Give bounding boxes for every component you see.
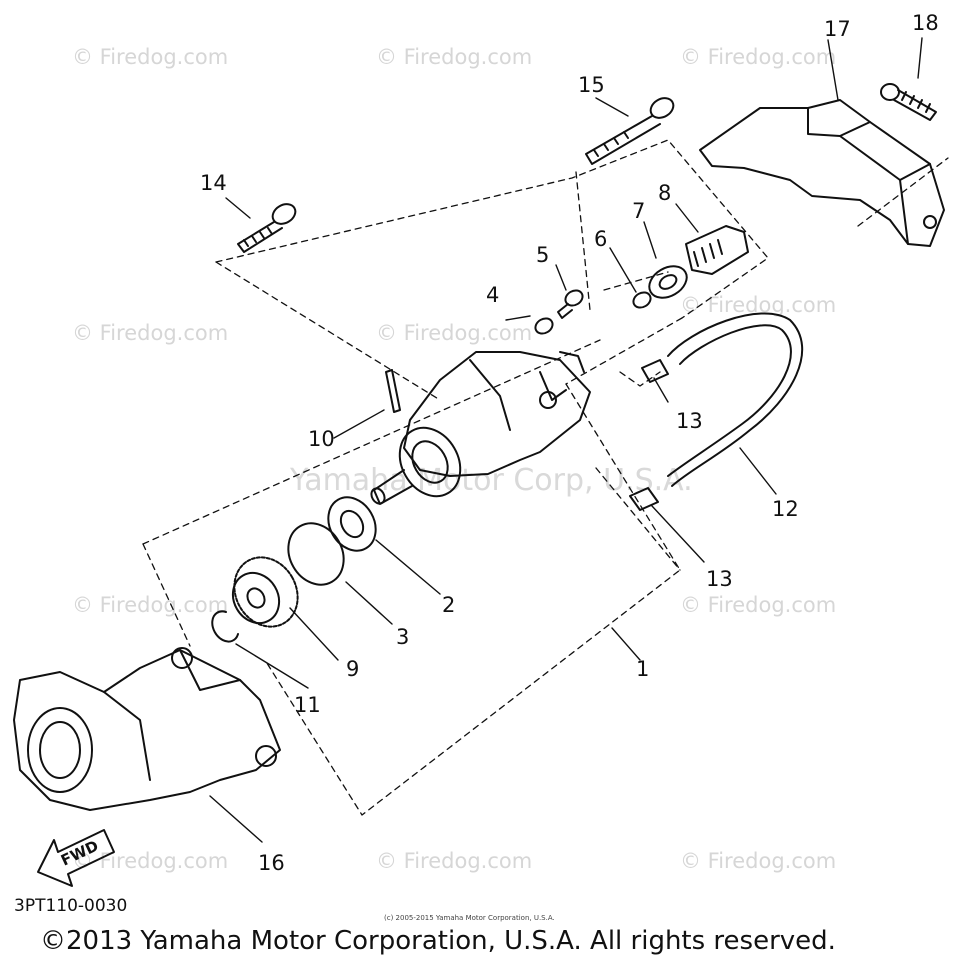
callout-13: 13 [676, 409, 703, 433]
fwd-arrow-icon [37, 829, 115, 887]
oil-pump-body [370, 351, 591, 505]
bracket-17 [699, 99, 945, 247]
washer-4 [534, 317, 554, 335]
callout-12: 12 [772, 497, 799, 521]
watermark-group: © Firedog.com © Firedog.com © Firedog.co… [72, 45, 836, 873]
callout-9: 9 [346, 657, 359, 681]
bolt-14 [237, 203, 297, 253]
washer-6 [632, 291, 652, 309]
callout-7: 7 [632, 199, 645, 223]
callout-2: 2 [442, 593, 455, 617]
small-copyright: (c) 2005-2015 Yamaha Motor Corporation, … [384, 914, 555, 922]
watermark: © Firedog.com [72, 593, 228, 617]
bolt-15 [585, 97, 675, 165]
callout-15: 15 [578, 73, 605, 97]
watermark: © Firedog.com [72, 849, 228, 873]
watermark: © Firedog.com [680, 593, 836, 617]
callout-1: 1 [636, 657, 649, 681]
bearing-2 [327, 496, 377, 552]
o-ring-3 [287, 522, 345, 586]
callout-17: 17 [824, 17, 851, 41]
watermark: © Firedog.com [680, 849, 836, 873]
collar-13b [629, 487, 659, 511]
callout-13: 13 [706, 567, 733, 591]
callout-18: 18 [912, 11, 939, 35]
callout-6: 6 [594, 227, 607, 251]
watermark: © Firedog.com [680, 45, 836, 69]
gear-9 [231, 556, 299, 628]
watermark: © Firedog.com [72, 321, 228, 345]
hose-12 [667, 312, 804, 487]
callout-11: 11 [294, 693, 321, 717]
callout-8: 8 [658, 181, 671, 205]
pin-10 [385, 369, 401, 413]
cover-16 [13, 647, 281, 811]
watermark: © Firedog.com [376, 321, 532, 345]
copyright-notice: ©2013 Yamaha Motor Corporation, U.S.A. A… [40, 926, 836, 956]
collar-13a [641, 359, 669, 383]
assembly-boundary [142, 139, 949, 816]
watermark: © Firedog.com [72, 45, 228, 69]
watermark: © Firedog.com [376, 849, 532, 873]
callout-10: 10 [308, 427, 335, 451]
callout-labels: 1 2 3 4 5 6 7 8 9 10 11 12 13 13 14 15 1… [200, 11, 939, 875]
callout-14: 14 [200, 171, 227, 195]
watermark: © Firedog.com [376, 45, 532, 69]
screw-18 [880, 83, 937, 121]
callout-3: 3 [396, 625, 409, 649]
leader-lines [209, 37, 923, 843]
circlip-11 [211, 610, 239, 643]
callout-4: 4 [486, 283, 499, 307]
bolt-5 [557, 289, 584, 319]
plug-8 [685, 225, 749, 275]
washer-7 [648, 265, 688, 299]
diagram-code: 3PT110-0030 [14, 896, 128, 916]
callout-16: 16 [258, 851, 285, 875]
callout-5: 5 [536, 243, 549, 267]
